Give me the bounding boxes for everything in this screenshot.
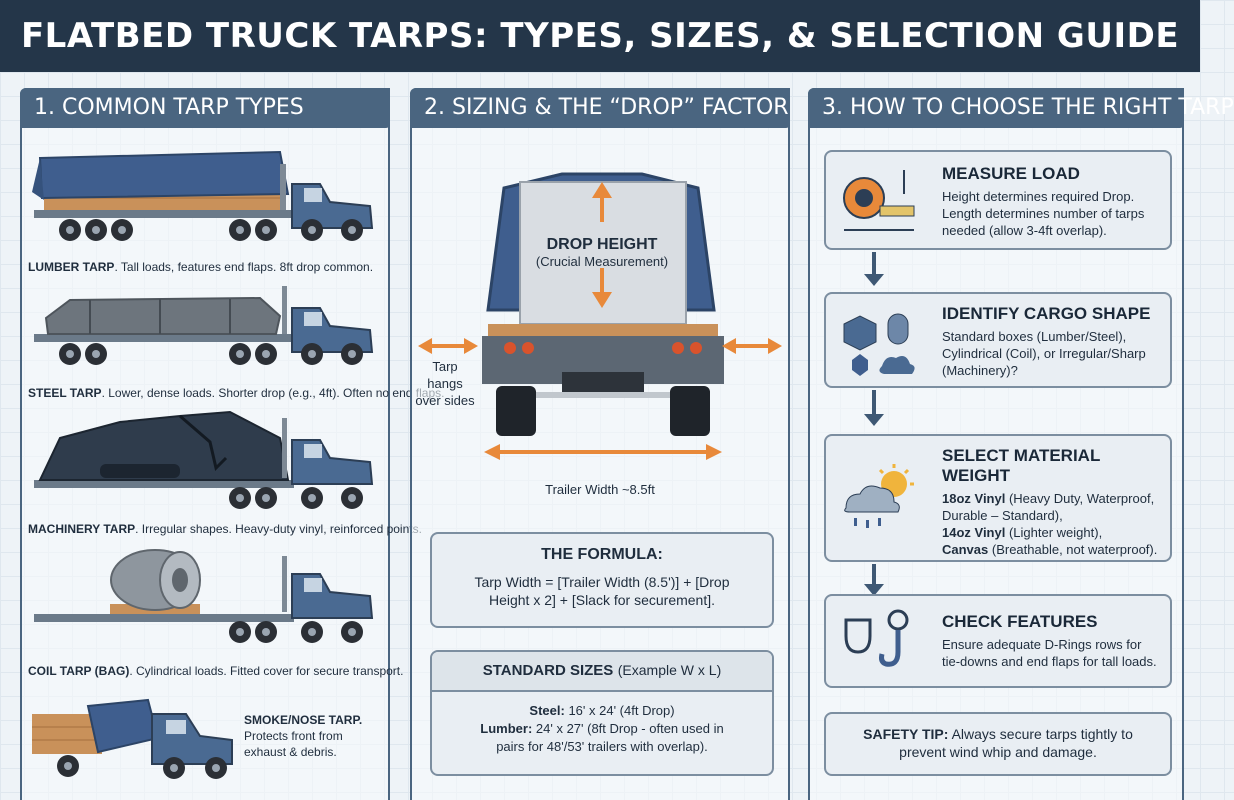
page-header: FLATBED TRUCK TARPS: TYPES, SIZES, & SEL… <box>0 0 1200 72</box>
panel-tarp-types: 1. COMMON TARP TYPES LUMBER TARP. Tall l… <box>20 88 444 800</box>
formula-box: THE FORMULA: Tarp Width = [Trailer Width… <box>430 532 774 628</box>
caption-nose: SMOKE/NOSE TARP. Protects front from exh… <box>244 713 363 759</box>
weather-icon <box>844 464 914 528</box>
lumber-truck-illustration <box>32 150 374 241</box>
caption-coil: COIL TARP (BAG). Cylindrical loads. Fitt… <box>28 664 404 678</box>
steel-truck-illustration <box>34 286 374 365</box>
trailer-width-label: Trailer Width ~8.5ft <box>545 482 655 497</box>
nose-tarp-truck-illustration <box>32 698 233 779</box>
machinery-truck-illustration <box>34 410 374 509</box>
panel-title-choose: 3. HOW TO CHOOSE THE RIGHT TARP <box>808 88 1234 128</box>
step-check-features: CHECK FEATURES Ensure adequate D-Rings r… <box>824 594 1172 688</box>
flow-arrow <box>864 564 884 596</box>
tape-measure-icon <box>843 170 915 231</box>
d-ring-hook-icon <box>844 609 909 667</box>
drop-height-label: DROP HEIGHT (Crucial Measurement) <box>535 236 669 269</box>
cargo-shapes-icon <box>843 313 915 376</box>
caption-lumber: LUMBER TARP. Tall loads, features end fl… <box>28 260 374 274</box>
caption-steel: STEEL TARP. Lower, dense loads. Shorter … <box>28 386 445 400</box>
page-title: FLATBED TRUCK TARPS: TYPES, SIZES, & SEL… <box>20 16 1180 56</box>
step-identify-cargo: IDENTIFY CARGO SHAPE Standard boxes (Lum… <box>824 292 1172 388</box>
panel-title-sizing: 2. SIZING & THE “DROP” FACTOR <box>410 88 790 128</box>
standard-sizes-box: STANDARD SIZES (Example W x L) Steel: 16… <box>430 650 774 776</box>
panel-title-types: 1. COMMON TARP TYPES <box>20 88 390 128</box>
flow-arrow <box>864 390 884 426</box>
caption-machinery: MACHINERY TARP. Irregular shapes. Heavy-… <box>28 522 422 536</box>
step-select-material: SELECT MATERIAL WEIGHT 18oz Vinyl (Heavy… <box>824 434 1172 562</box>
trailer-rear-diagram <box>418 172 782 460</box>
flow-arrow <box>864 252 884 286</box>
panel-choose: 3. HOW TO CHOOSE THE RIGHT TARP MEASURE … <box>808 88 1234 800</box>
step-measure-load: MEASURE LOAD Height determines required … <box>824 150 1172 250</box>
coil-truck-illustration <box>34 549 374 643</box>
panel-sizing: 2. SIZING & THE “DROP” FACTOR DROP HEIGH… <box>410 88 790 800</box>
safety-tip-box: SAFETY TIP: Always secure tarps tightly … <box>824 712 1172 776</box>
